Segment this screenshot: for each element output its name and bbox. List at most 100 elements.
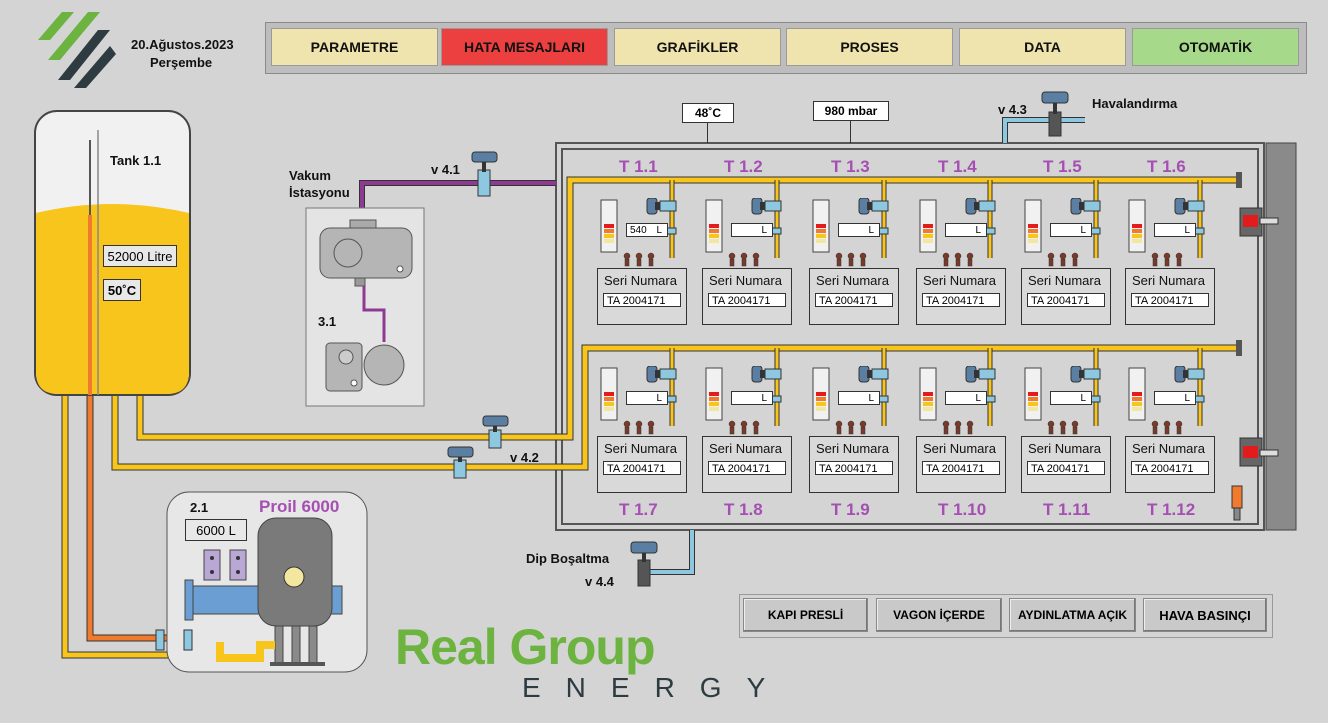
valve-4-1[interactable] xyxy=(471,151,498,197)
serial-number: TA 2004171 xyxy=(922,461,1000,475)
cell-instruments xyxy=(1024,366,1101,435)
cell-liters-unit: L xyxy=(761,225,767,236)
cell-serial-card: Seri Numara TA 2004171 xyxy=(916,436,1006,493)
serial-number: TA 2004171 xyxy=(815,461,893,475)
chamber-pressure-readout: 980 mbar xyxy=(813,101,889,121)
serial-label: Seri Numara xyxy=(816,441,889,456)
cell-instruments xyxy=(919,198,996,267)
company-logo xyxy=(38,12,116,88)
valve-4-2-label: v 4.2 xyxy=(510,450,539,465)
serial-label: Seri Numara xyxy=(1028,441,1101,456)
vacuum-station-label-1: Vakum xyxy=(289,168,331,183)
cell-label: T 1.6 xyxy=(1147,157,1186,176)
cell-serial-card: Seri Numara TA 2004171 xyxy=(809,268,899,325)
cell-label: T 1.12 xyxy=(1147,500,1196,519)
cell-serial-card: Seri Numara TA 2004171 xyxy=(809,436,899,493)
serial-label: Seri Numara xyxy=(923,441,996,456)
door-pressed-button[interactable]: KAPI PRESLİ xyxy=(743,598,868,632)
cell-label: T 1.4 xyxy=(938,157,977,176)
date-text: 20.Ağustos.2023 xyxy=(131,37,234,52)
tank-name: Tank 1.1 xyxy=(110,153,162,168)
valve-4-2-top[interactable] xyxy=(482,415,509,449)
proil-volume-readout: 6000 L xyxy=(185,519,247,541)
brand-subtitle: ENERGY xyxy=(522,672,791,703)
cell-instruments xyxy=(812,198,889,267)
cell-liters-readout: L xyxy=(945,223,987,237)
cell-label: T 1.1 xyxy=(619,157,658,176)
serial-label: Seri Numara xyxy=(1132,273,1205,288)
cell-instruments xyxy=(1024,198,1101,267)
graphs-tab[interactable]: GRAFİKLER xyxy=(614,28,781,66)
air-pressure-button[interactable]: HAVA BASINÇI xyxy=(1143,598,1267,632)
error-messages-tab[interactable]: HATA MESAJLARI xyxy=(441,28,608,66)
cell-label: T 1.7 xyxy=(619,500,658,519)
valve-4-3[interactable] xyxy=(1041,91,1069,137)
cell-label: T 1.11 xyxy=(1043,500,1091,519)
automatic-tab[interactable]: OTOMATİK xyxy=(1132,28,1299,66)
serial-number: TA 2004171 xyxy=(1027,461,1105,475)
cell-liters-unit: L xyxy=(868,225,874,236)
cell-label: T 1.9 xyxy=(831,500,870,519)
cell-instruments xyxy=(705,366,782,435)
serial-number: TA 2004171 xyxy=(603,461,681,475)
serial-number: TA 2004171 xyxy=(815,293,893,307)
data-tab[interactable]: DATA xyxy=(959,28,1126,66)
cell-liters-readout: L xyxy=(945,391,987,405)
cell-liters-unit: L xyxy=(868,393,874,404)
cell-instruments xyxy=(812,366,889,435)
cell-liters-readout: 540 L xyxy=(626,223,668,237)
cell-liters-readout: L xyxy=(1050,391,1092,405)
process-tab[interactable]: PROSES xyxy=(786,28,953,66)
cell-instruments xyxy=(705,198,782,267)
valve-4-2-bottom[interactable] xyxy=(447,446,474,479)
cell-instruments xyxy=(919,366,996,435)
cell-liters-readout: L xyxy=(731,223,773,237)
serial-label: Seri Numara xyxy=(604,273,677,288)
serial-label: Seri Numara xyxy=(1028,273,1101,288)
proil-id: 2.1 xyxy=(190,500,209,515)
valve-4-1-label: v 4.1 xyxy=(431,162,460,177)
cell-liters-unit: L xyxy=(761,393,767,404)
cell-label: T 1.5 xyxy=(1043,157,1082,176)
cell-liters-value: 540 xyxy=(630,225,647,236)
serial-number: TA 2004171 xyxy=(922,293,1000,307)
valve-4-4[interactable] xyxy=(630,541,658,587)
tank-volume-readout: 52000 Litre xyxy=(103,245,177,267)
vent-label: Havalandırma xyxy=(1092,96,1178,111)
cell-label: T 1.10 xyxy=(938,500,987,519)
serial-number: TA 2004171 xyxy=(1131,293,1209,307)
cell-serial-card: Seri Numara TA 2004171 xyxy=(1021,436,1111,493)
cell-label: T 1.8 xyxy=(724,500,763,519)
serial-label: Seri Numara xyxy=(816,273,889,288)
cell-liters-readout: L xyxy=(838,223,880,237)
lighting-on-button[interactable]: AYDINLATMA AÇIK xyxy=(1009,598,1136,632)
proil-name: Proil 6000 xyxy=(259,497,340,516)
cell-label: T 1.2 xyxy=(724,157,763,176)
cell-liters-readout: L xyxy=(1154,223,1196,237)
wagon-inside-button[interactable]: VAGON İÇERDE xyxy=(876,598,1002,632)
parameter-tab[interactable]: PARAMETRE xyxy=(271,28,438,66)
serial-label: Seri Numara xyxy=(923,273,996,288)
orange-sensor xyxy=(1231,485,1243,509)
vacuum-station-label-2: İstasyonu xyxy=(289,185,350,200)
tank-temperature-readout: 50˚C xyxy=(103,279,141,301)
cell-liters-unit: L xyxy=(1184,393,1190,404)
cell-liters-unit: L xyxy=(1080,225,1086,236)
status-panel xyxy=(739,594,1273,638)
cell-liters-readout: L xyxy=(1050,223,1092,237)
vacuum-station-id: 3.1 xyxy=(318,314,337,329)
serial-label: Seri Numara xyxy=(1132,441,1205,456)
door-lock-bottom-indicator xyxy=(1243,446,1258,458)
serial-number: TA 2004171 xyxy=(708,293,786,307)
cell-instruments xyxy=(1128,366,1205,435)
cell-label: T 1.3 xyxy=(831,157,870,176)
cell-liters-readout: L xyxy=(731,391,773,405)
cell-liters-unit: L xyxy=(656,225,662,236)
cell-liters-unit: L xyxy=(656,393,662,404)
cell-liters-readout: L xyxy=(838,391,880,405)
